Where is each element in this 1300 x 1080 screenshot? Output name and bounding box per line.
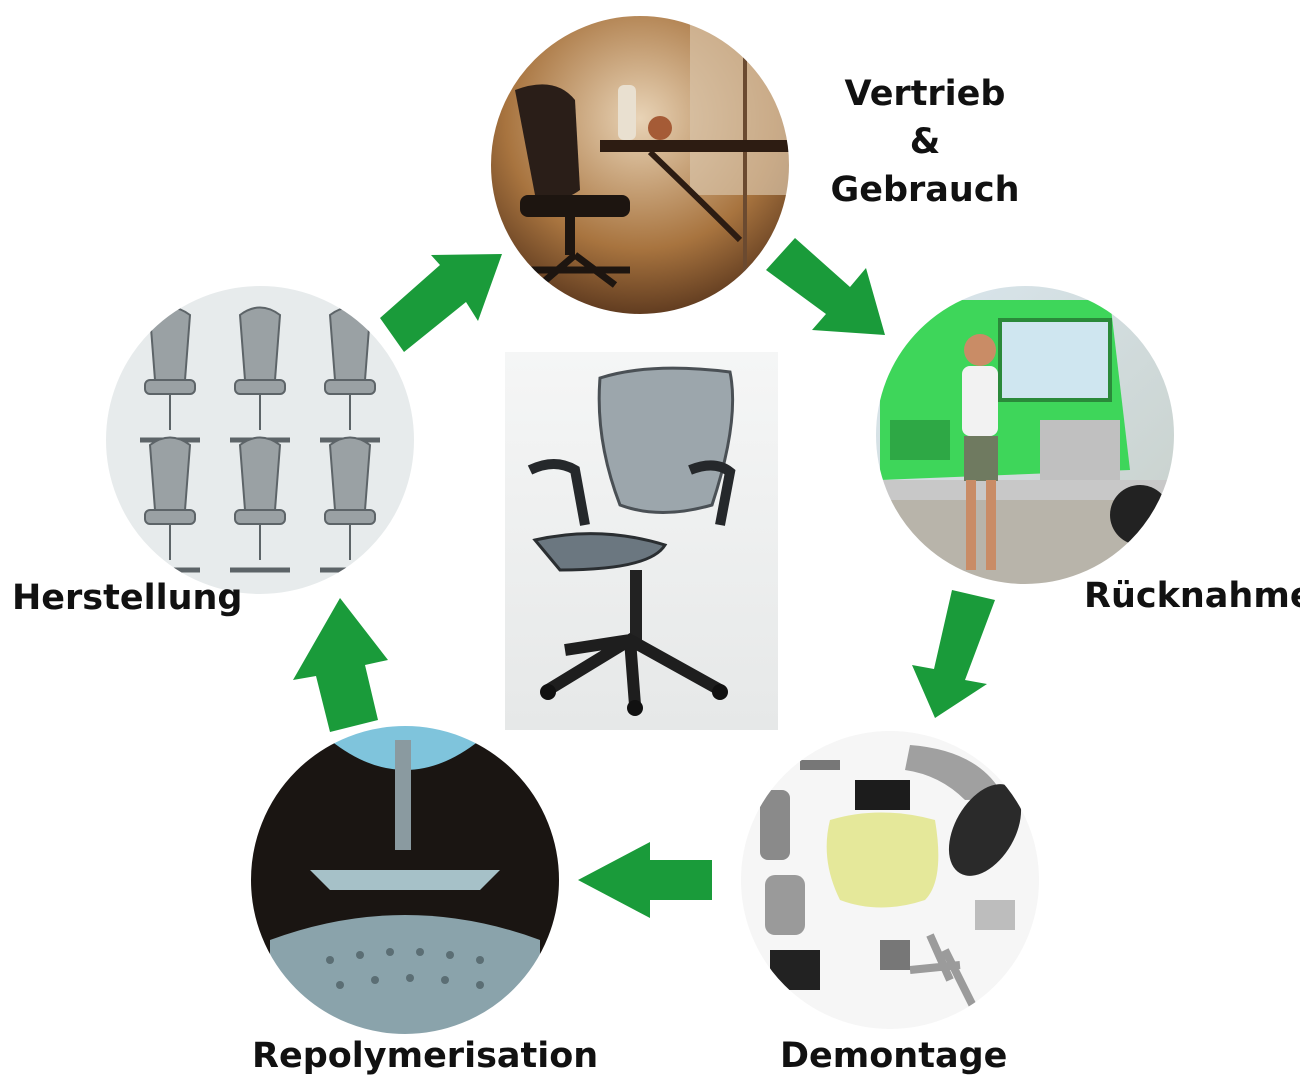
chair-parts-photo [740,730,1040,1030]
stage-label-ruecknahme: Rücknahme [1084,576,1300,616]
arrow-left-to-top [380,254,502,352]
stage-label-herstellung: Herstellung [12,578,243,618]
stage-label-demontage: Demontage [780,1036,1008,1076]
arrow-right-to-bottom-right [912,590,995,718]
arrow-bottom-right-to-bottom-left [578,842,712,918]
stage-label-line: & [909,122,941,162]
stage-label-line: Gebrauch [830,170,1020,210]
stage-label-line: Vertrieb [844,74,1006,114]
stage-label-vertrieb-gebrauch: Vertrieb & Gebrauch [810,70,1040,214]
mirra-chair-photo [505,352,778,730]
repolymerisation-photo [250,725,560,1035]
office-chair-photo [490,15,790,315]
arrow-bottom-left-to-left [293,598,388,732]
truck-photo [875,285,1175,585]
arrow-top-to-right [766,238,885,335]
stage-label-repolymerisation: Repolymerisation [252,1036,599,1076]
chairs-production-photo [105,285,415,595]
